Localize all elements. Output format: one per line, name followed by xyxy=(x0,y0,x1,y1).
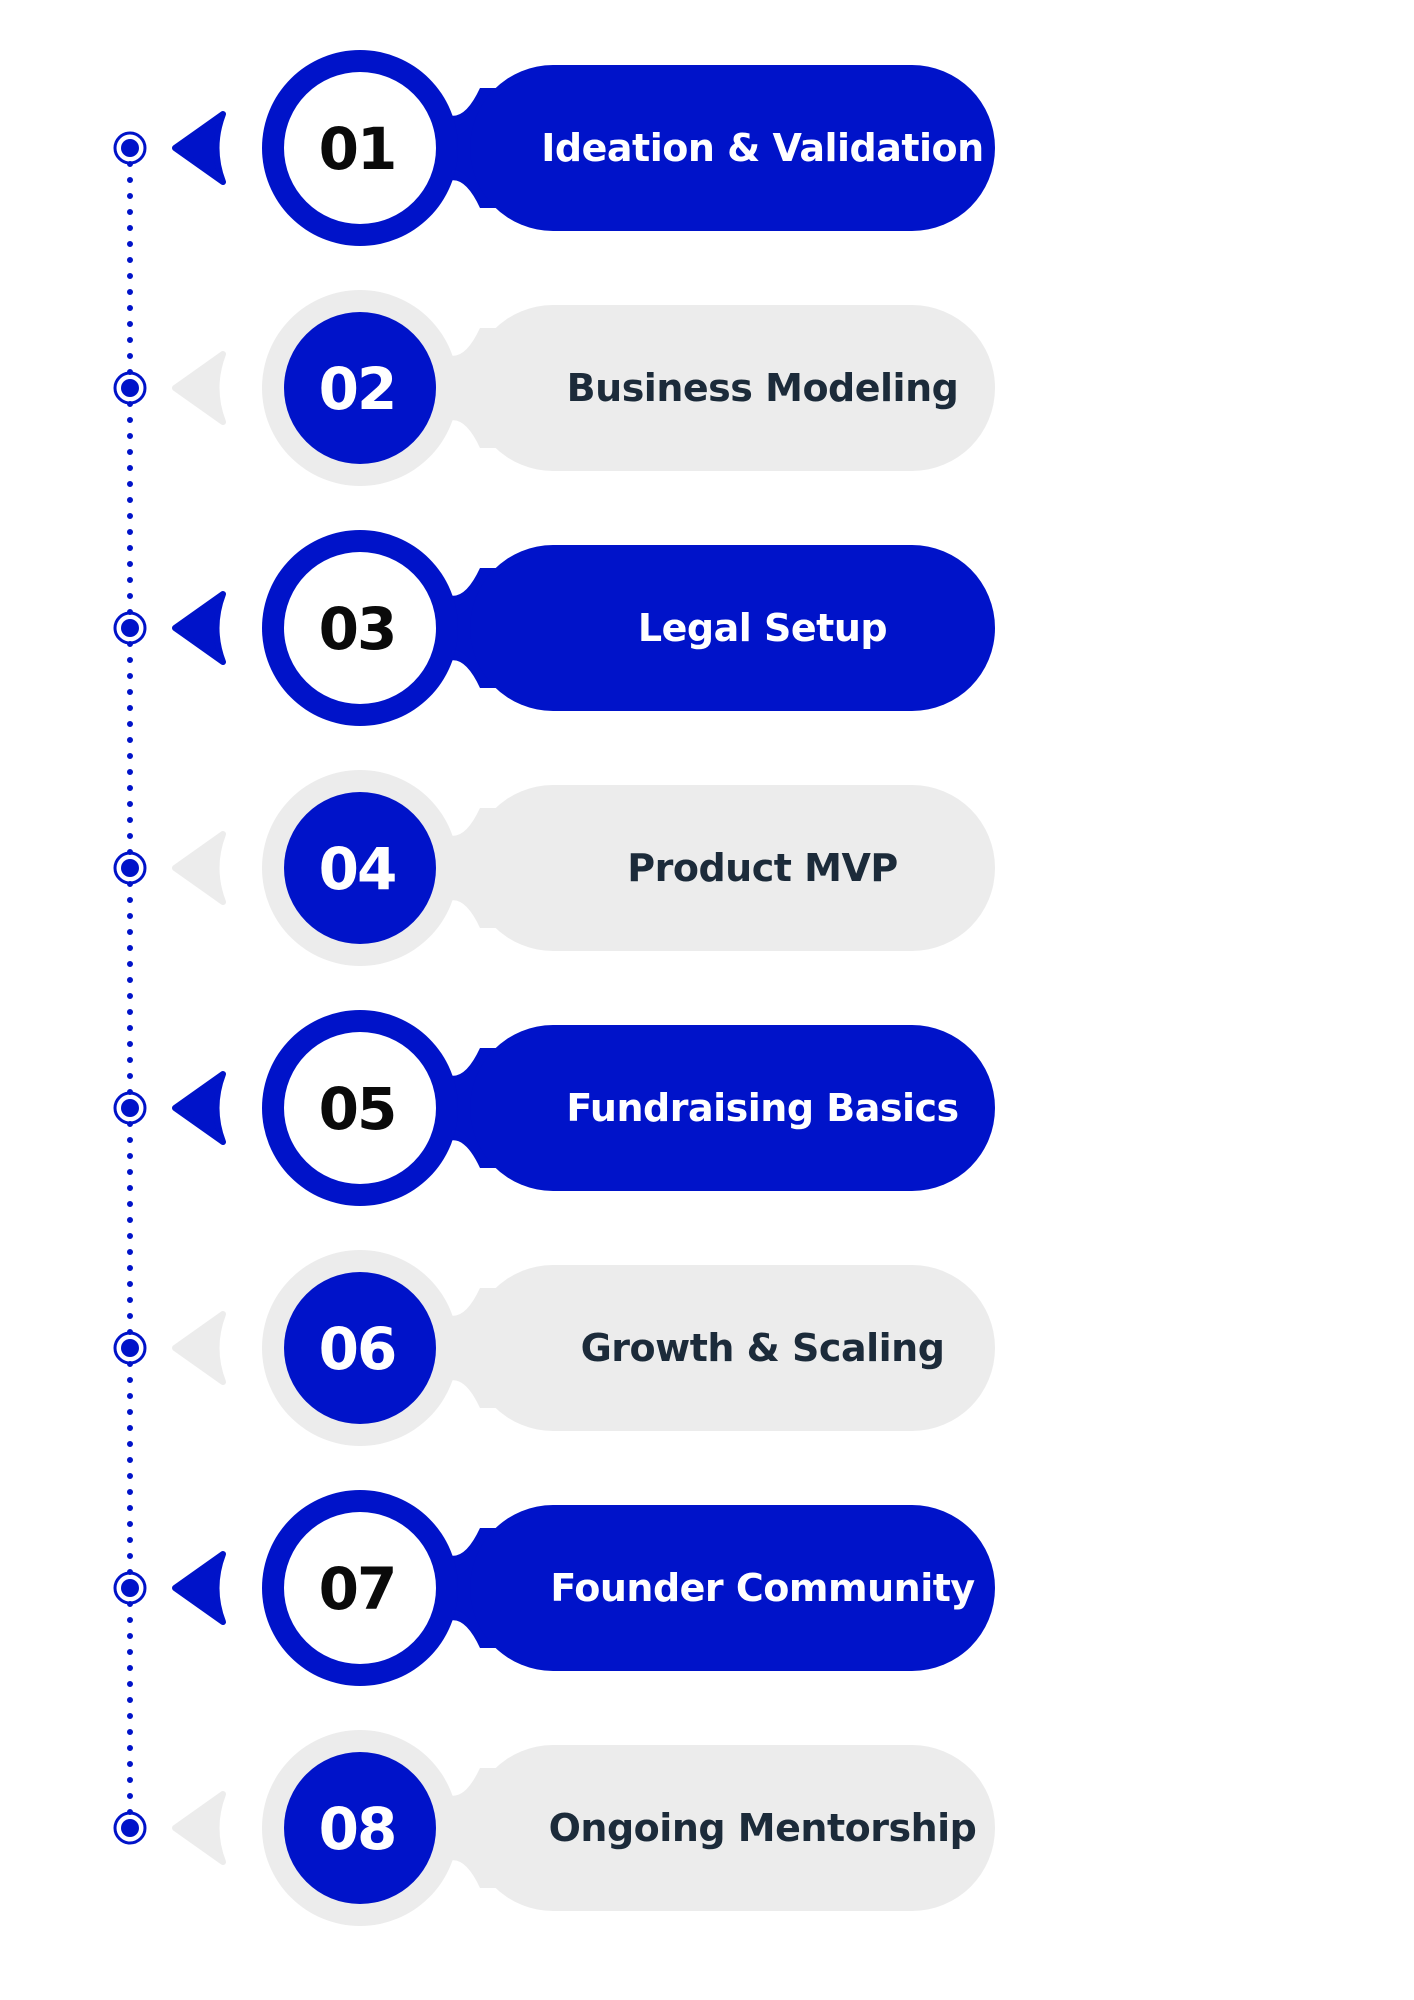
step-pill xyxy=(470,1745,995,1911)
chevron-left-icon xyxy=(172,1791,226,1865)
step-number-badge xyxy=(284,552,436,704)
timeline-dot-icon xyxy=(113,371,147,405)
timeline-step-08: 08 Ongoing Mentorship xyxy=(113,1730,995,1926)
step-title: Product MVP xyxy=(627,846,897,890)
chevron-left-icon xyxy=(172,1071,226,1145)
timeline-dot-icon xyxy=(113,1331,147,1365)
timeline-dot-icon xyxy=(113,1091,147,1125)
step-number: 04 xyxy=(319,835,396,903)
step-pill xyxy=(470,1505,995,1671)
step-number-badge xyxy=(284,1512,436,1664)
timeline-step-06: 06 Growth & Scaling xyxy=(113,1250,995,1446)
step-number: 03 xyxy=(319,595,396,663)
step-number: 01 xyxy=(319,115,396,183)
chevron-left-icon xyxy=(172,1551,226,1625)
timeline-step-07: 07 Founder Community xyxy=(113,1490,995,1686)
step-number: 06 xyxy=(319,1315,396,1383)
step-number-badge xyxy=(284,1032,436,1184)
timeline-step-05: 05 Fundraising Basics xyxy=(113,1010,995,1206)
step-pill xyxy=(470,545,995,711)
timeline-step-03: 03 Legal Setup xyxy=(113,530,995,726)
step-pill xyxy=(470,785,995,951)
chevron-left-icon xyxy=(172,111,226,185)
step-title: Fundraising Basics xyxy=(566,1086,958,1130)
step-number: 05 xyxy=(319,1075,396,1143)
step-number: 08 xyxy=(319,1795,396,1863)
step-title: Legal Setup xyxy=(638,606,887,650)
step-number-badge xyxy=(284,1752,436,1904)
chevron-left-icon xyxy=(172,1311,226,1385)
step-pill xyxy=(470,65,995,231)
step-number-badge xyxy=(284,72,436,224)
chevron-left-icon xyxy=(172,591,226,665)
timeline-step-02: 02 Business Modeling xyxy=(113,290,995,486)
step-pill xyxy=(470,1265,995,1431)
step-number-badge xyxy=(284,1272,436,1424)
timeline-dot-icon xyxy=(113,851,147,885)
step-pill xyxy=(470,305,995,471)
chevron-left-icon xyxy=(172,831,226,905)
step-title: Ideation & Validation xyxy=(541,126,983,170)
chevron-left-icon xyxy=(172,351,226,425)
step-number-badge xyxy=(284,312,436,464)
step-title: Ongoing Mentorship xyxy=(549,1806,977,1850)
step-number: 02 xyxy=(319,355,396,423)
timeline-dot-icon xyxy=(113,611,147,645)
timeline-dot-icon xyxy=(113,1571,147,1605)
timeline-dot-icon xyxy=(113,131,147,165)
step-title: Growth & Scaling xyxy=(581,1326,945,1370)
timeline-dot-icon xyxy=(113,1811,147,1845)
step-number: 07 xyxy=(319,1555,396,1623)
steps-list: 01 Ideation & Validation 02 Business Modeli… xyxy=(113,50,995,1926)
step-title: Founder Community xyxy=(550,1566,975,1610)
step-number-badge xyxy=(284,792,436,944)
step-title: Business Modeling xyxy=(567,366,959,410)
timeline-step-01: 01 Ideation & Validation xyxy=(113,50,995,246)
timeline-step-04: 04 Product MVP xyxy=(113,770,995,966)
step-pill xyxy=(470,1025,995,1191)
